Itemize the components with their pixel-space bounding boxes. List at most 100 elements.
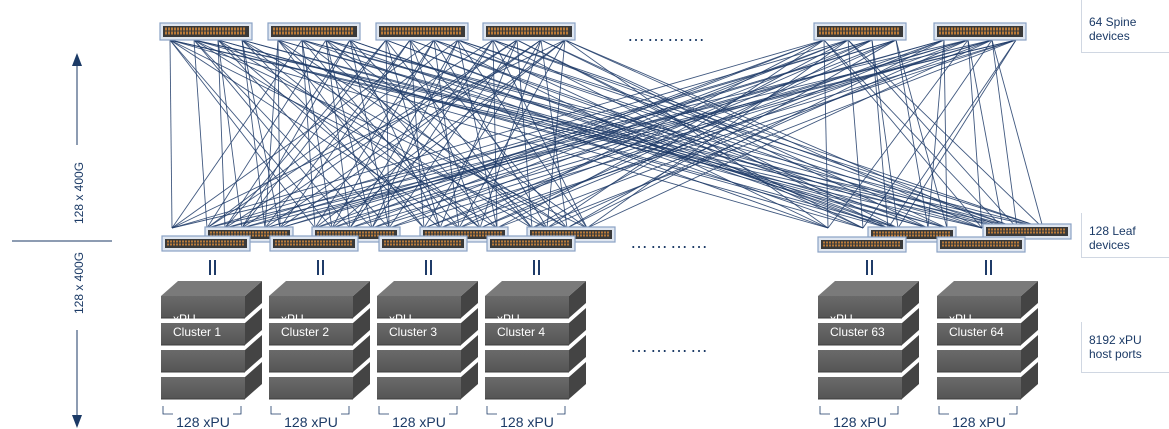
fabric-link	[823, 39, 829, 229]
fabric-link	[241, 39, 351, 229]
fabric-link	[241, 39, 518, 229]
leaf-ellipsis: …………	[630, 232, 710, 252]
fabric-link	[927, 39, 945, 229]
cluster-ports-label: 128 xPU	[833, 414, 887, 429]
fabric-link	[385, 39, 533, 229]
port-bracket	[449, 406, 458, 415]
fabric-link	[171, 39, 303, 229]
fabric-link	[217, 39, 441, 229]
spine-switch	[933, 22, 1027, 41]
port-bracket	[557, 406, 566, 415]
fabric-link	[301, 39, 548, 229]
fabric-link	[546, 39, 969, 229]
fabric-link	[224, 39, 351, 229]
fabric-link	[492, 39, 864, 229]
cluster-name: xPU	[173, 312, 196, 326]
fabric-link	[895, 39, 948, 229]
fabric-link	[264, 39, 279, 229]
fabric-link	[279, 39, 411, 229]
fabric-link	[279, 39, 897, 229]
fabric-link	[967, 39, 1004, 229]
spine-switches	[159, 22, 1027, 41]
fabric-link	[279, 39, 945, 229]
cluster-ports-label: 128 xPU	[500, 414, 554, 429]
port-bracket	[938, 406, 949, 415]
fabric-link	[887, 39, 1017, 229]
leaf-switch	[269, 235, 359, 252]
fabric-link	[847, 39, 1018, 229]
port-bracket	[1009, 406, 1018, 415]
fabric-link	[264, 39, 411, 229]
fabric-link	[264, 39, 945, 229]
cluster-name: xPU	[389, 312, 412, 326]
cluster-name: xPU	[949, 312, 972, 326]
fabric-link	[871, 39, 889, 229]
fabric-link	[277, 39, 568, 229]
cluster-name: xPU	[830, 312, 853, 326]
port-bracket	[270, 406, 281, 415]
fabric-link	[171, 39, 566, 229]
cluster-label: Cluster 2	[281, 325, 329, 339]
arrow-down-icon	[72, 415, 82, 428]
fabric-link	[193, 39, 373, 229]
leaf-switch	[817, 236, 907, 253]
uplink-label: 128 x 400G	[72, 162, 86, 224]
fabric-link	[331, 39, 435, 229]
fabric-link	[433, 39, 1004, 229]
fabric-link	[540, 39, 929, 229]
fabric-link	[279, 39, 542, 229]
fabric-link	[171, 39, 825, 229]
fabric-link	[531, 39, 1017, 229]
fabric-link	[823, 39, 983, 229]
spine-ellipsis: …………	[627, 25, 707, 45]
fabric-link	[492, 39, 498, 229]
spine-switch	[813, 22, 907, 41]
fabric-link	[409, 39, 929, 229]
fabric-link	[457, 39, 588, 229]
fabric-link	[169, 39, 548, 229]
fabric-link	[314, 39, 435, 229]
cluster-ports-label: 128 xPU	[392, 414, 446, 429]
fabric-link	[409, 39, 568, 229]
port-bracket	[233, 406, 242, 415]
fabric-link	[171, 39, 435, 229]
fabric-link	[439, 39, 873, 229]
fabric-link	[171, 39, 969, 229]
fabric-link	[479, 39, 542, 229]
port-bracket	[341, 406, 350, 415]
fabric-link	[301, 39, 1004, 229]
fabric-link	[169, 39, 316, 229]
fabric-link	[241, 39, 873, 229]
fabric-link	[566, 39, 945, 229]
cluster-name: xPU	[281, 312, 304, 326]
fabric-link	[206, 39, 494, 229]
fabric-link	[496, 39, 993, 229]
fabric-link	[385, 39, 441, 229]
fabric-link	[241, 39, 266, 229]
cluster-name: xPU	[497, 312, 520, 326]
fabric-link	[331, 39, 969, 229]
fabric-link	[423, 39, 542, 229]
fabric-link	[823, 39, 1004, 229]
fabric-link	[301, 39, 333, 229]
spine-label-box	[1081, 0, 1169, 53]
fabric-link	[439, 39, 1017, 229]
fabric-link	[492, 39, 588, 229]
fabric-link	[349, 39, 459, 229]
fabric-link	[409, 39, 425, 229]
cluster-ports-label: 128 xPU	[952, 414, 1006, 429]
leaf-count-label: 128 Leaf devices	[1089, 224, 1159, 252]
arrow-up-icon	[72, 53, 82, 66]
cluster-label: Cluster 4	[497, 325, 545, 339]
leaf-switch	[982, 223, 1072, 240]
cluster-label: Cluster 64	[949, 325, 1004, 339]
fabric-link	[371, 39, 849, 229]
fabric-link	[516, 39, 533, 229]
port-bracket	[162, 406, 173, 415]
fabric-link	[217, 39, 226, 229]
spine-count-label: 64 Spine devices	[1089, 15, 1159, 43]
